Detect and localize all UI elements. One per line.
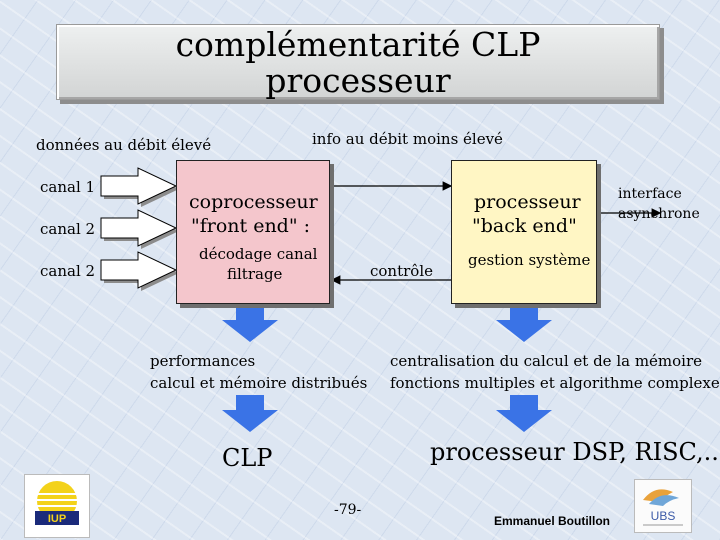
right-result-line-2: fonctions multiples et algorithme comple…	[390, 374, 720, 392]
ubs-logo-letters: UBS	[651, 509, 676, 523]
left-result-line-2: calcul et mémoire distribués	[150, 374, 368, 392]
control-label: contrôle	[370, 262, 433, 280]
left-conclusion: CLP	[222, 444, 273, 472]
front-end-box: coprocesseur "front end" : décodage cana…	[176, 160, 330, 304]
title-line-2: processeur	[265, 61, 451, 100]
right-conclusion: processeur DSP, RISC,...	[430, 438, 720, 466]
iup-logo: IUP	[24, 474, 90, 538]
down-arrow-left-result	[222, 395, 278, 432]
channel-1-arrow	[100, 167, 179, 207]
back-end-title-2: "back end"	[472, 215, 577, 237]
down-arrow-right-result	[496, 395, 552, 432]
async-label: asynchrone	[618, 206, 700, 222]
title-line-1: complémentarité CLP	[175, 25, 541, 64]
front-end-title-2: "front end" :	[191, 215, 311, 237]
iup-logo-letters: IUP	[48, 513, 66, 525]
channel-1-label: canal 1	[40, 178, 96, 196]
channel-2b-arrow	[100, 251, 179, 291]
channel-2a-arrow	[100, 209, 179, 249]
back-end-title-1: processeur	[474, 191, 581, 213]
ubs-logo-icon: UBS	[643, 489, 683, 526]
page-number: -79-	[334, 502, 362, 518]
channel-2b-label: canal 2	[40, 262, 96, 280]
back-end-detail: gestion système	[468, 251, 591, 269]
right-result-line-1: centralisation du calcul et de la mémoir…	[390, 352, 703, 370]
low-rate-label: info au débit moins élevé	[312, 130, 503, 148]
back-end-box: processeur "back end" gestion système	[451, 160, 597, 304]
front-end-title-1: coprocesseur	[189, 191, 318, 213]
iup-logo-icon: IUP	[35, 481, 79, 525]
left-result-line-1: performances	[150, 352, 256, 370]
front-end-detail-2: filtrage	[227, 265, 283, 283]
interface-label: interface	[618, 186, 682, 202]
high-rate-label: données au débit élevé	[36, 136, 212, 154]
slide-title: complémentarité CLP processeur	[56, 24, 660, 100]
down-arrow-back-end	[496, 305, 552, 342]
down-arrow-front-end	[222, 305, 278, 342]
channel-2a-label: canal 2	[40, 220, 96, 238]
front-end-detail-1: décodage canal	[199, 245, 318, 263]
author: Emmanuel Boutillon	[494, 514, 611, 528]
ubs-logo: UBS	[634, 479, 692, 533]
